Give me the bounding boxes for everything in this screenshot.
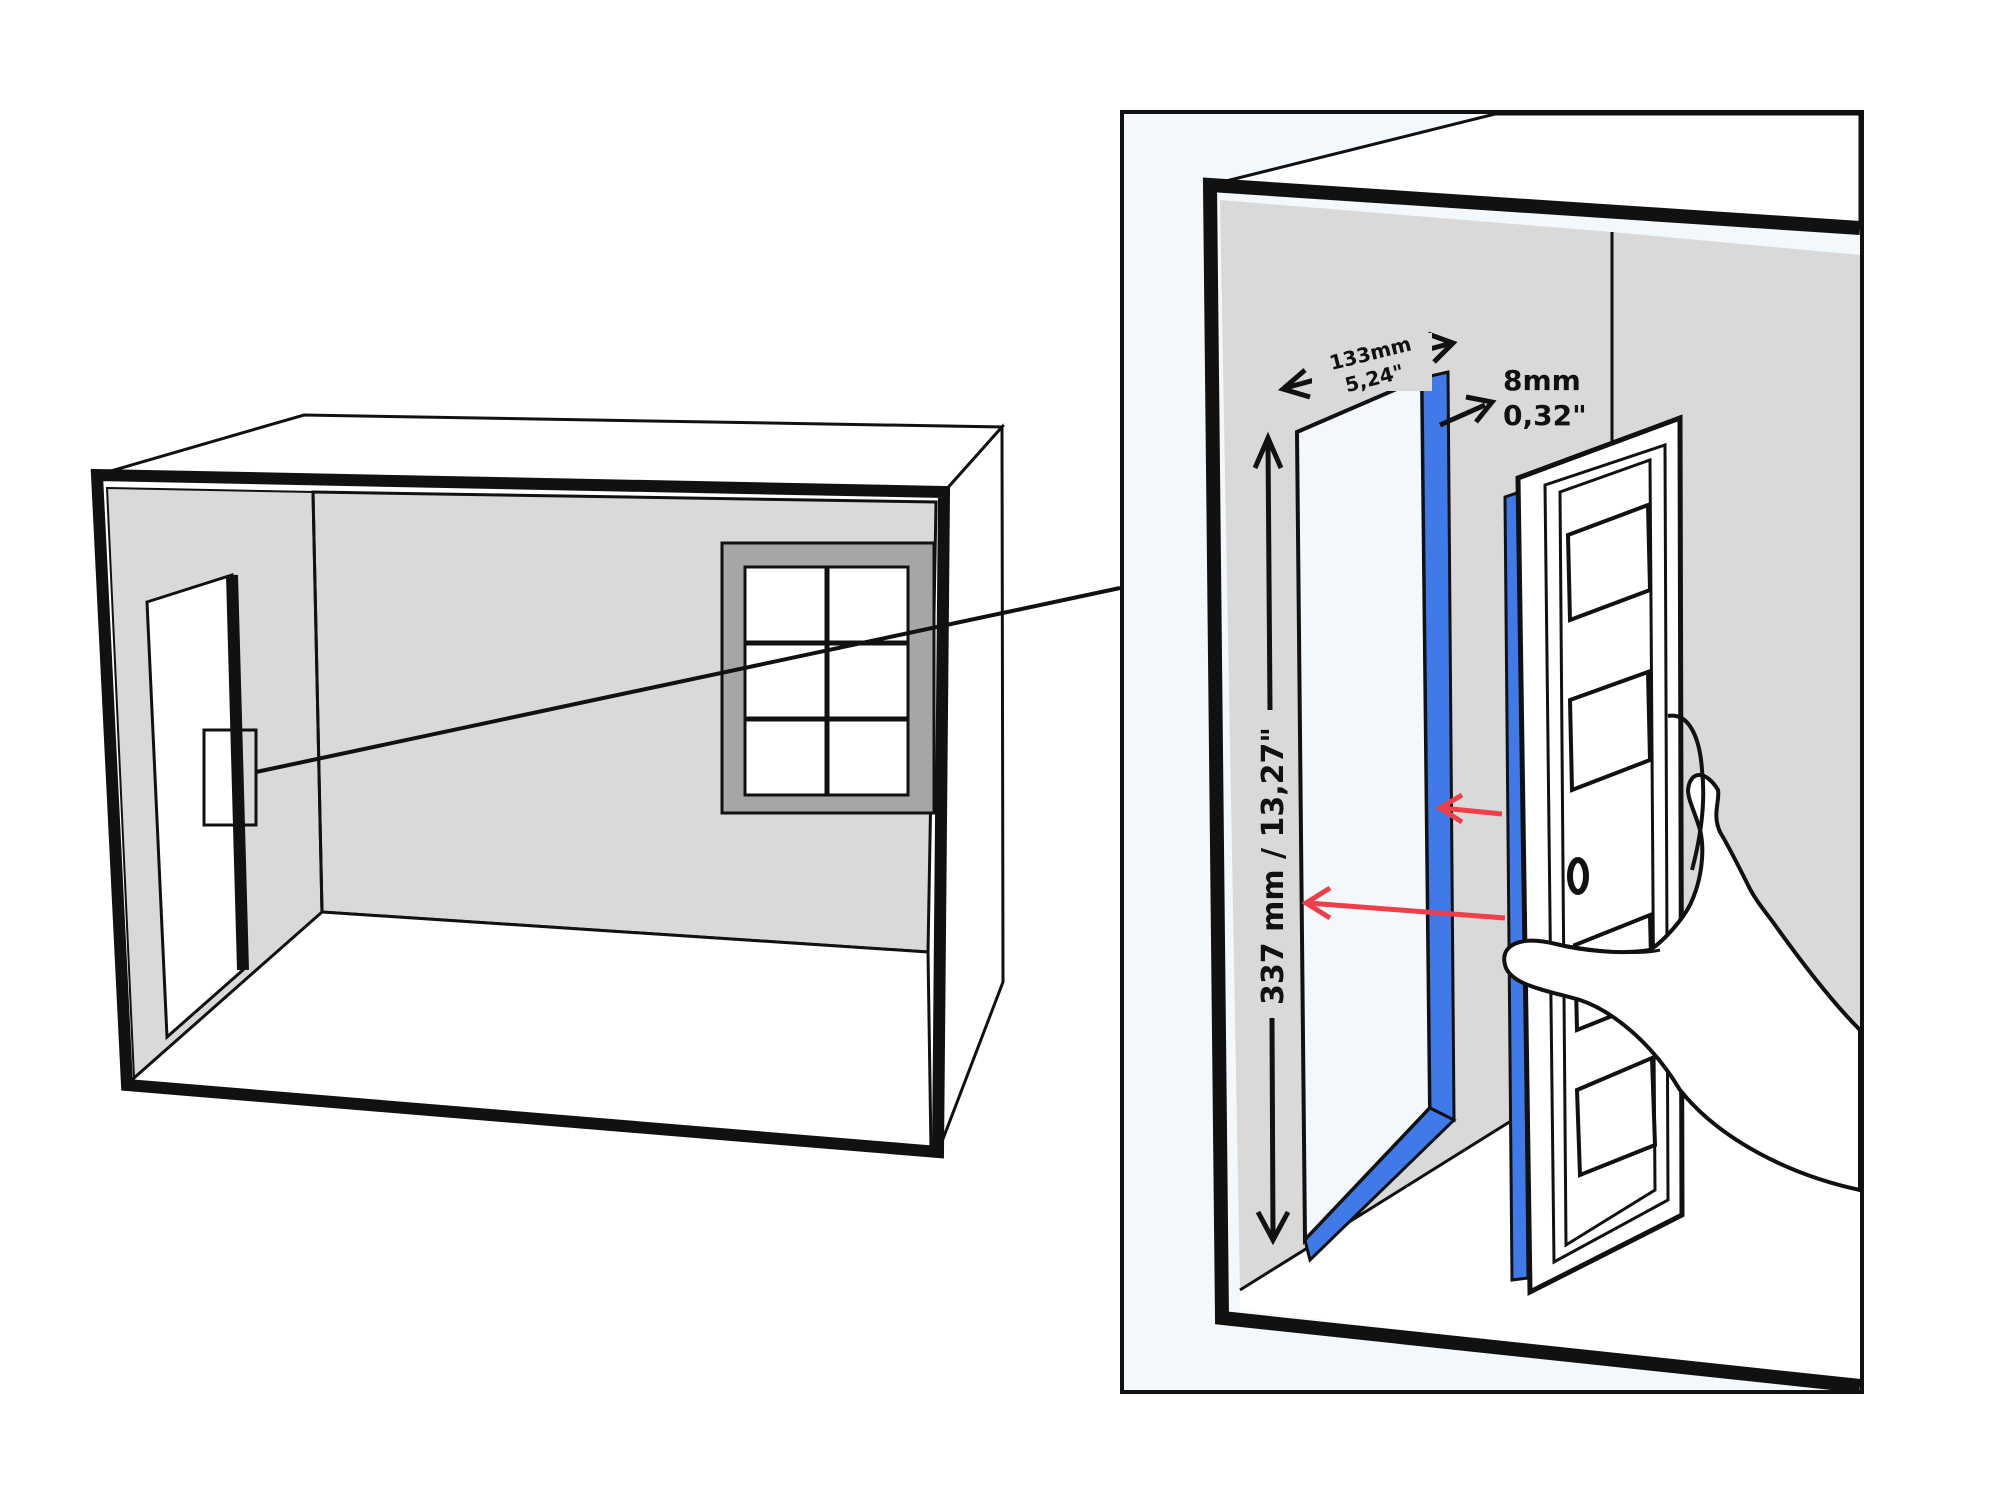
mounting-cavity (1294, 374, 1433, 1245)
intercom-panel-inner (1543, 442, 1670, 1265)
height-label: 337 mm / 13,27" (1256, 727, 1291, 1005)
room-front-frame (90, 468, 951, 1159)
intercom-display-middle (1567, 669, 1653, 793)
zoom-frame-edge (1202, 177, 1861, 1393)
width-dimension: 133mm 5,24" (1277, 331, 1458, 400)
height-dimension: 337 mm / 13,27" (1252, 431, 1291, 1246)
hand-knuckles (1555, 942, 1661, 954)
intercom-display-top (1565, 502, 1653, 623)
intercom-button (1567, 857, 1589, 895)
depth-mm-label: 8mm (1503, 364, 1581, 397)
intercom-location-marker (202, 728, 258, 827)
hand-illustration (1502, 773, 1862, 1192)
hand-thumb (1667, 713, 1706, 871)
room-overview (90, 413, 1006, 1159)
depth-dimension: 8mm 0,32" (1438, 364, 1587, 432)
room-corner-line (311, 491, 324, 913)
room-door-edge (226, 574, 249, 971)
intercom-display-bottom (1574, 1055, 1658, 1178)
insertion-arrows (1301, 792, 1506, 921)
tape-bottom-edge (1303, 1106, 1457, 1263)
depth-inch-label: 0,32" (1503, 399, 1587, 432)
zoom-panel: 133mm 5,24" 8mm 0,32" 337 mm / 13,27" (1120, 110, 1864, 1394)
callout-line (255, 586, 1121, 774)
